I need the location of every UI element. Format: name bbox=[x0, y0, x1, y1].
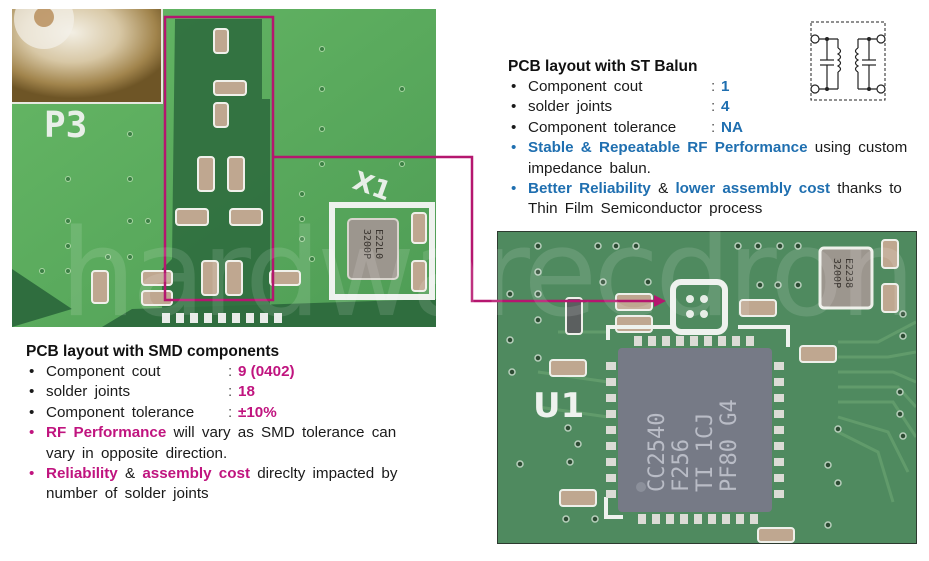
benefit-rf-performance: Stable & Repeatable RF Performance using… bbox=[508, 138, 908, 179]
pcb-smd-illustration: P3 X1 3200P E22L0 bbox=[12, 9, 436, 327]
smd-panel: PCB layout with SMD components Component… bbox=[26, 342, 426, 505]
silkscreen-u1: U1 bbox=[533, 386, 584, 426]
spec-value: 18 bbox=[238, 383, 255, 401]
spec-component-tolerance: Component tolerance:NA bbox=[508, 118, 908, 139]
smd-highlight-box bbox=[163, 15, 275, 302]
arrow-head-icon bbox=[654, 295, 666, 307]
spec-value: NA bbox=[721, 118, 743, 136]
chip-marking-line1: CC2540 bbox=[645, 413, 670, 492]
spec-component-count: Component cout:9 (0402) bbox=[26, 362, 426, 383]
smd-list: Component cout:9 (0402) solder joints:18… bbox=[26, 362, 426, 505]
balun-marking-right-line1: 3200P bbox=[831, 258, 842, 288]
st-balun-list: Component cout:1 solder joints:4 Compone… bbox=[508, 77, 908, 220]
balun-chip bbox=[347, 218, 399, 280]
chip-marking-line4: PF80 G4 bbox=[717, 399, 742, 492]
spec-value: 1 bbox=[721, 78, 730, 95]
benefit-reliability-cost: Better Reliability & lower assembly cost… bbox=[508, 179, 908, 220]
cc2540-chip bbox=[618, 348, 772, 512]
spec-solder-joints: solder joints:4 bbox=[508, 97, 908, 118]
pcb-balun-illustration: 3200P E2238 U1 CC2540 F256 TI 1CJ bbox=[498, 232, 916, 543]
balun-marking-right-line2: E2238 bbox=[843, 258, 854, 288]
chip-marking-line2: F256 bbox=[669, 439, 694, 492]
spec-value: 9 (0402) bbox=[238, 363, 295, 380]
smd-title: PCB layout with SMD components bbox=[26, 343, 280, 360]
drawback-reliability-cost: Reliability & assembly cost direclty imp… bbox=[26, 464, 426, 505]
spec-component-count: Component cout:1 bbox=[508, 77, 908, 98]
st-balun-title: PCB layout with ST Balun bbox=[508, 58, 698, 75]
spec-solder-joints: solder joints:18 bbox=[26, 382, 426, 403]
balun-marking-line2: E22L0 bbox=[373, 229, 384, 259]
spec-value: 4 bbox=[721, 98, 730, 116]
silkscreen-p3: P3 bbox=[44, 105, 87, 146]
spec-value: ±10% bbox=[238, 403, 277, 421]
connector-line bbox=[273, 155, 655, 303]
st-balun-footprint bbox=[670, 279, 728, 335]
balun-marking-line1: 3200P bbox=[361, 229, 372, 259]
pcb-photo-balun: 3200P E2238 U1 CC2540 F256 TI 1CJ bbox=[497, 231, 917, 544]
spec-component-tolerance: Component tolerance:±10% bbox=[26, 403, 426, 424]
balun-chip-right bbox=[818, 246, 874, 310]
chip-marking-line3: TI 1CJ bbox=[693, 413, 718, 492]
drawback-rf-performance: RF Performance will vary as SMD toleranc… bbox=[26, 423, 426, 464]
st-balun-panel: PCB layout with ST Balun Component cout:… bbox=[508, 57, 908, 220]
pcb-photo-smd: P3 X1 3200P E22L0 bbox=[12, 9, 436, 327]
